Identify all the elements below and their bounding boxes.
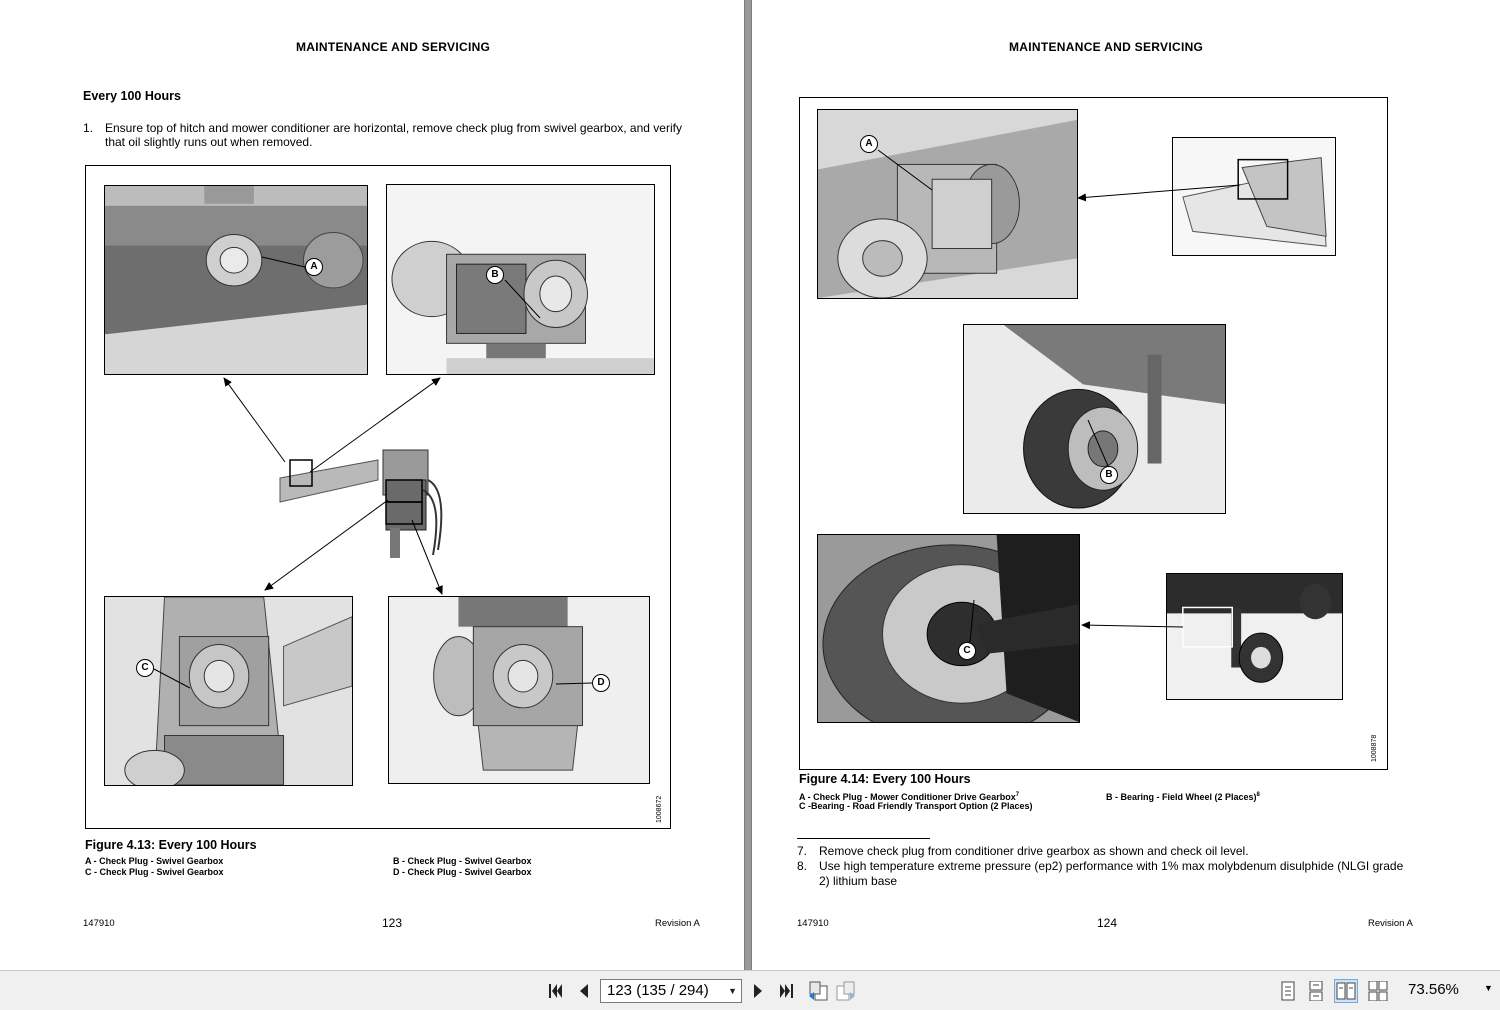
legend-c: C - Check Plug - Swivel Gearbox — [85, 867, 224, 877]
legend-b-text: B - Bearing - Field Wheel (2 Places) — [1106, 792, 1257, 802]
single-page-view-button[interactable] — [1276, 979, 1300, 1003]
hitch-overview-illustration — [278, 440, 460, 565]
legend-a: A - Check Plug - Swivel Gearbox — [85, 856, 224, 866]
step-1: 1. Ensure top of hitch and mower conditi… — [83, 121, 723, 153]
next-page-icon — [754, 984, 762, 998]
legend-a-text: A - Check Plug - Mower Conditioner Drive… — [799, 792, 1016, 802]
previous-page-button[interactable] — [572, 979, 596, 1003]
callout-a: A — [860, 135, 878, 153]
page-header: MAINTENANCE AND SERVICING — [1009, 40, 1204, 54]
step-number: 1. — [83, 121, 94, 135]
footer-doc-number: 147910 — [83, 918, 115, 929]
previous-page-icon — [580, 984, 588, 998]
footnote-separator — [797, 838, 930, 839]
viewer-toolbar: 123 (135 / 294) ▼ 73.56% ▼ — [0, 970, 1500, 1010]
field-wheel-photo — [963, 324, 1226, 514]
next-page-button[interactable] — [746, 979, 770, 1003]
swivel-gearbox-photo-a — [104, 185, 368, 375]
page-number: 123 — [382, 916, 403, 930]
legend-b: B - Bearing - Field Wheel (2 Places)8 — [1106, 790, 1260, 803]
callout-c: C — [958, 642, 976, 660]
legend-d: D - Check Plug - Swivel Gearbox — [393, 867, 532, 877]
document-viewer[interactable]: MAINTENANCE AND SERVICING Every 100 Hour… — [0, 0, 1500, 970]
next-view-icon — [836, 981, 855, 1001]
footer-doc-number: 147910 — [797, 918, 829, 929]
callout-a: A — [305, 258, 323, 276]
figure-title: Figure 4.14: Every 100 Hours — [799, 772, 971, 786]
footnote-text: Remove check plug from conditioner drive… — [819, 844, 1249, 858]
zoom-level[interactable]: 73.56% — [1408, 981, 1459, 998]
first-page-icon — [549, 984, 562, 998]
step-text-line2: that oil slightly runs out when removed. — [105, 135, 313, 149]
first-page-button[interactable] — [544, 979, 568, 1003]
legend-c: C -Bearing - Road Friendly Transport Opt… — [799, 801, 1033, 811]
legend-b: B - Check Plug - Swivel Gearbox — [393, 856, 532, 866]
legend-a-footnote[interactable]: 7 — [1015, 792, 1020, 798]
footnote-number: 7. — [797, 844, 808, 858]
page-gutter — [744, 0, 752, 970]
callout-d: D — [592, 674, 610, 692]
drive-gearbox-photo — [817, 109, 1078, 299]
image-id: 1008878 — [1371, 734, 1378, 762]
page-header: MAINTENANCE AND SERVICING — [296, 40, 491, 54]
page-number-value: 123 (135 / 294) — [607, 982, 709, 999]
callout-b: B — [1100, 466, 1118, 484]
image-id: 1008672 — [656, 795, 663, 823]
last-page-icon — [780, 984, 793, 998]
figure-title: Figure 4.13: Every 100 Hours — [85, 838, 257, 852]
facing-pages-view-button[interactable] — [1334, 979, 1358, 1003]
swivel-gearbox-photo-b — [386, 184, 655, 375]
previous-view-button[interactable] — [806, 979, 830, 1003]
chevron-down-icon: ▼ — [728, 986, 737, 996]
continuous-facing-icon — [1368, 981, 1388, 1001]
footnote-text-line1: Use high temperature extreme pressure (e… — [819, 859, 1404, 873]
page-number: 124 — [1097, 916, 1118, 930]
page-124: MAINTENANCE AND SERVICING A — [752, 0, 1500, 968]
continuous-view-button[interactable] — [1304, 979, 1328, 1003]
mower-overview-inset-top — [1172, 137, 1336, 256]
footer-revision: Revision A — [1368, 918, 1413, 929]
single-page-icon — [1281, 981, 1295, 1001]
transport-overview-inset — [1166, 573, 1343, 700]
footnote-number: 8. — [797, 859, 808, 873]
chevron-down-icon[interactable]: ▼ — [1484, 983, 1493, 993]
transport-wheel-photo — [817, 534, 1080, 723]
section-heading: Every 100 Hours — [83, 89, 181, 103]
next-view-button[interactable] — [834, 979, 858, 1003]
footnote-text-line2: 2) lithium base — [819, 874, 898, 888]
continuous-icon — [1309, 981, 1323, 1001]
facing-pages-icon — [1336, 982, 1356, 1000]
legend-a: A - Check Plug - Mower Conditioner Drive… — [799, 790, 1019, 803]
last-page-button[interactable] — [774, 979, 798, 1003]
page-123: MAINTENANCE AND SERVICING Every 100 Hour… — [0, 0, 744, 968]
continuous-facing-view-button[interactable] — [1366, 979, 1390, 1003]
swivel-gearbox-photo-c — [104, 596, 353, 786]
previous-view-icon — [809, 981, 828, 1001]
footnote-8: 8. Use high temperature extreme pressure… — [797, 859, 1457, 889]
footnote-7: 7. Remove check plug from conditioner dr… — [797, 844, 1457, 859]
legend-b-footnote[interactable]: 8 — [1256, 792, 1260, 798]
step-text-line1: Ensure top of hitch and mower conditione… — [105, 121, 682, 135]
callout-b: B — [486, 266, 504, 284]
swivel-gearbox-photo-d — [388, 596, 650, 784]
footer-revision: Revision A — [655, 918, 700, 929]
callout-c: C — [136, 659, 154, 677]
page-number-select[interactable]: 123 (135 / 294) ▼ — [600, 979, 742, 1003]
